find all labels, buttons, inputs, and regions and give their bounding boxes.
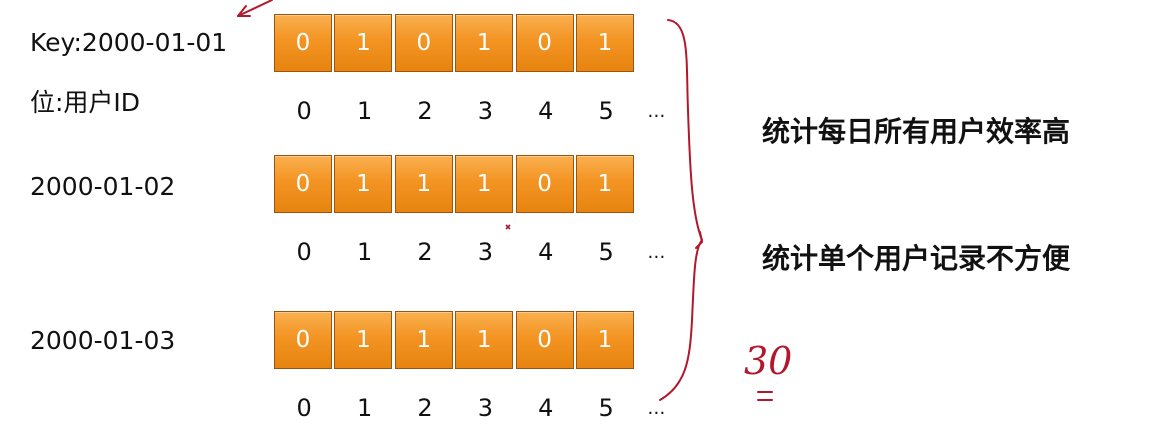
brace-tick [695,231,704,249]
bit-cell: 0 [515,155,574,213]
row-label-key-2000-01-01: Key:2000-01-01 [30,28,228,57]
bit-index: 0 [296,238,312,266]
bit-cell: 0 [274,311,332,369]
bit-index: 5 [598,238,614,266]
bit-cell: 1 [575,14,634,72]
bit-index: 5 [598,394,614,422]
bit-index: 4 [538,97,554,125]
bit-index: 3 [477,238,493,266]
bit-index: 1 [356,238,373,266]
bit-index: 2 [417,394,433,422]
bit-index: 3 [477,394,493,422]
handwritten-underline [757,391,773,401]
row-label-2000-01-02: 2000-01-02 [30,172,176,201]
bit-index: 0 [296,97,312,125]
bitmap-strip-2000-01-03: 0 1 1 1 0 1 [274,311,634,369]
row-label-2000-01-03: 2000-01-03 [30,326,176,355]
ellipsis: … [647,242,666,263]
bit-index: 4 [538,238,554,266]
bit-index: 3 [477,97,493,125]
bitmap-strip-2000-01-02: 0 1 1 1 0 1 [274,155,634,213]
small-cross-mark [505,224,511,230]
bit-cell: 1 [334,155,393,213]
bit-cell: 0 [274,155,332,213]
bit-index: 1 [356,97,373,125]
bit-position-label: 位:用户ID [30,88,141,117]
bit-index: 5 [598,97,614,125]
ellipsis: … [647,101,666,122]
bit-index: 4 [538,394,554,422]
bit-cell: 1 [455,14,514,72]
bit-cell: 1 [575,311,634,369]
handwritten-arrow-icon [237,0,273,17]
bit-cell: 1 [455,155,514,213]
note-daily-efficiency: 统计每日所有用户效率高 [762,115,1071,148]
bit-cell: 1 [334,14,393,72]
bitmap-strip-2000-01-01: 0 1 0 1 0 1 [274,14,634,72]
bit-cell: 0 [515,311,574,369]
bit-index-row-2: 0 1 2 3 4 5 … [274,240,676,264]
handwritten-brace [659,19,704,401]
bit-cell: 1 [455,311,514,369]
bit-cell: 1 [394,311,453,369]
bit-index-row-1: 0 1 2 3 4 5 … [274,99,676,123]
bit-index: 2 [417,238,433,266]
bit-cell: 1 [394,155,453,213]
bit-index-row-3: 0 1 2 3 4 5 … [274,396,676,420]
bit-cell: 1 [334,311,393,369]
bit-cell: 0 [394,14,453,72]
bit-cell: 0 [274,14,332,72]
ellipsis: … [647,398,666,419]
bit-index: 0 [296,394,312,422]
bit-index: 2 [417,97,433,125]
bit-index: 1 [356,394,373,422]
bit-cell: 1 [575,155,634,213]
handwritten-number: 30 [744,339,793,383]
note-single-user-inconvenient: 统计单个用户记录不方便 [762,242,1071,275]
bit-cell: 0 [515,14,574,72]
